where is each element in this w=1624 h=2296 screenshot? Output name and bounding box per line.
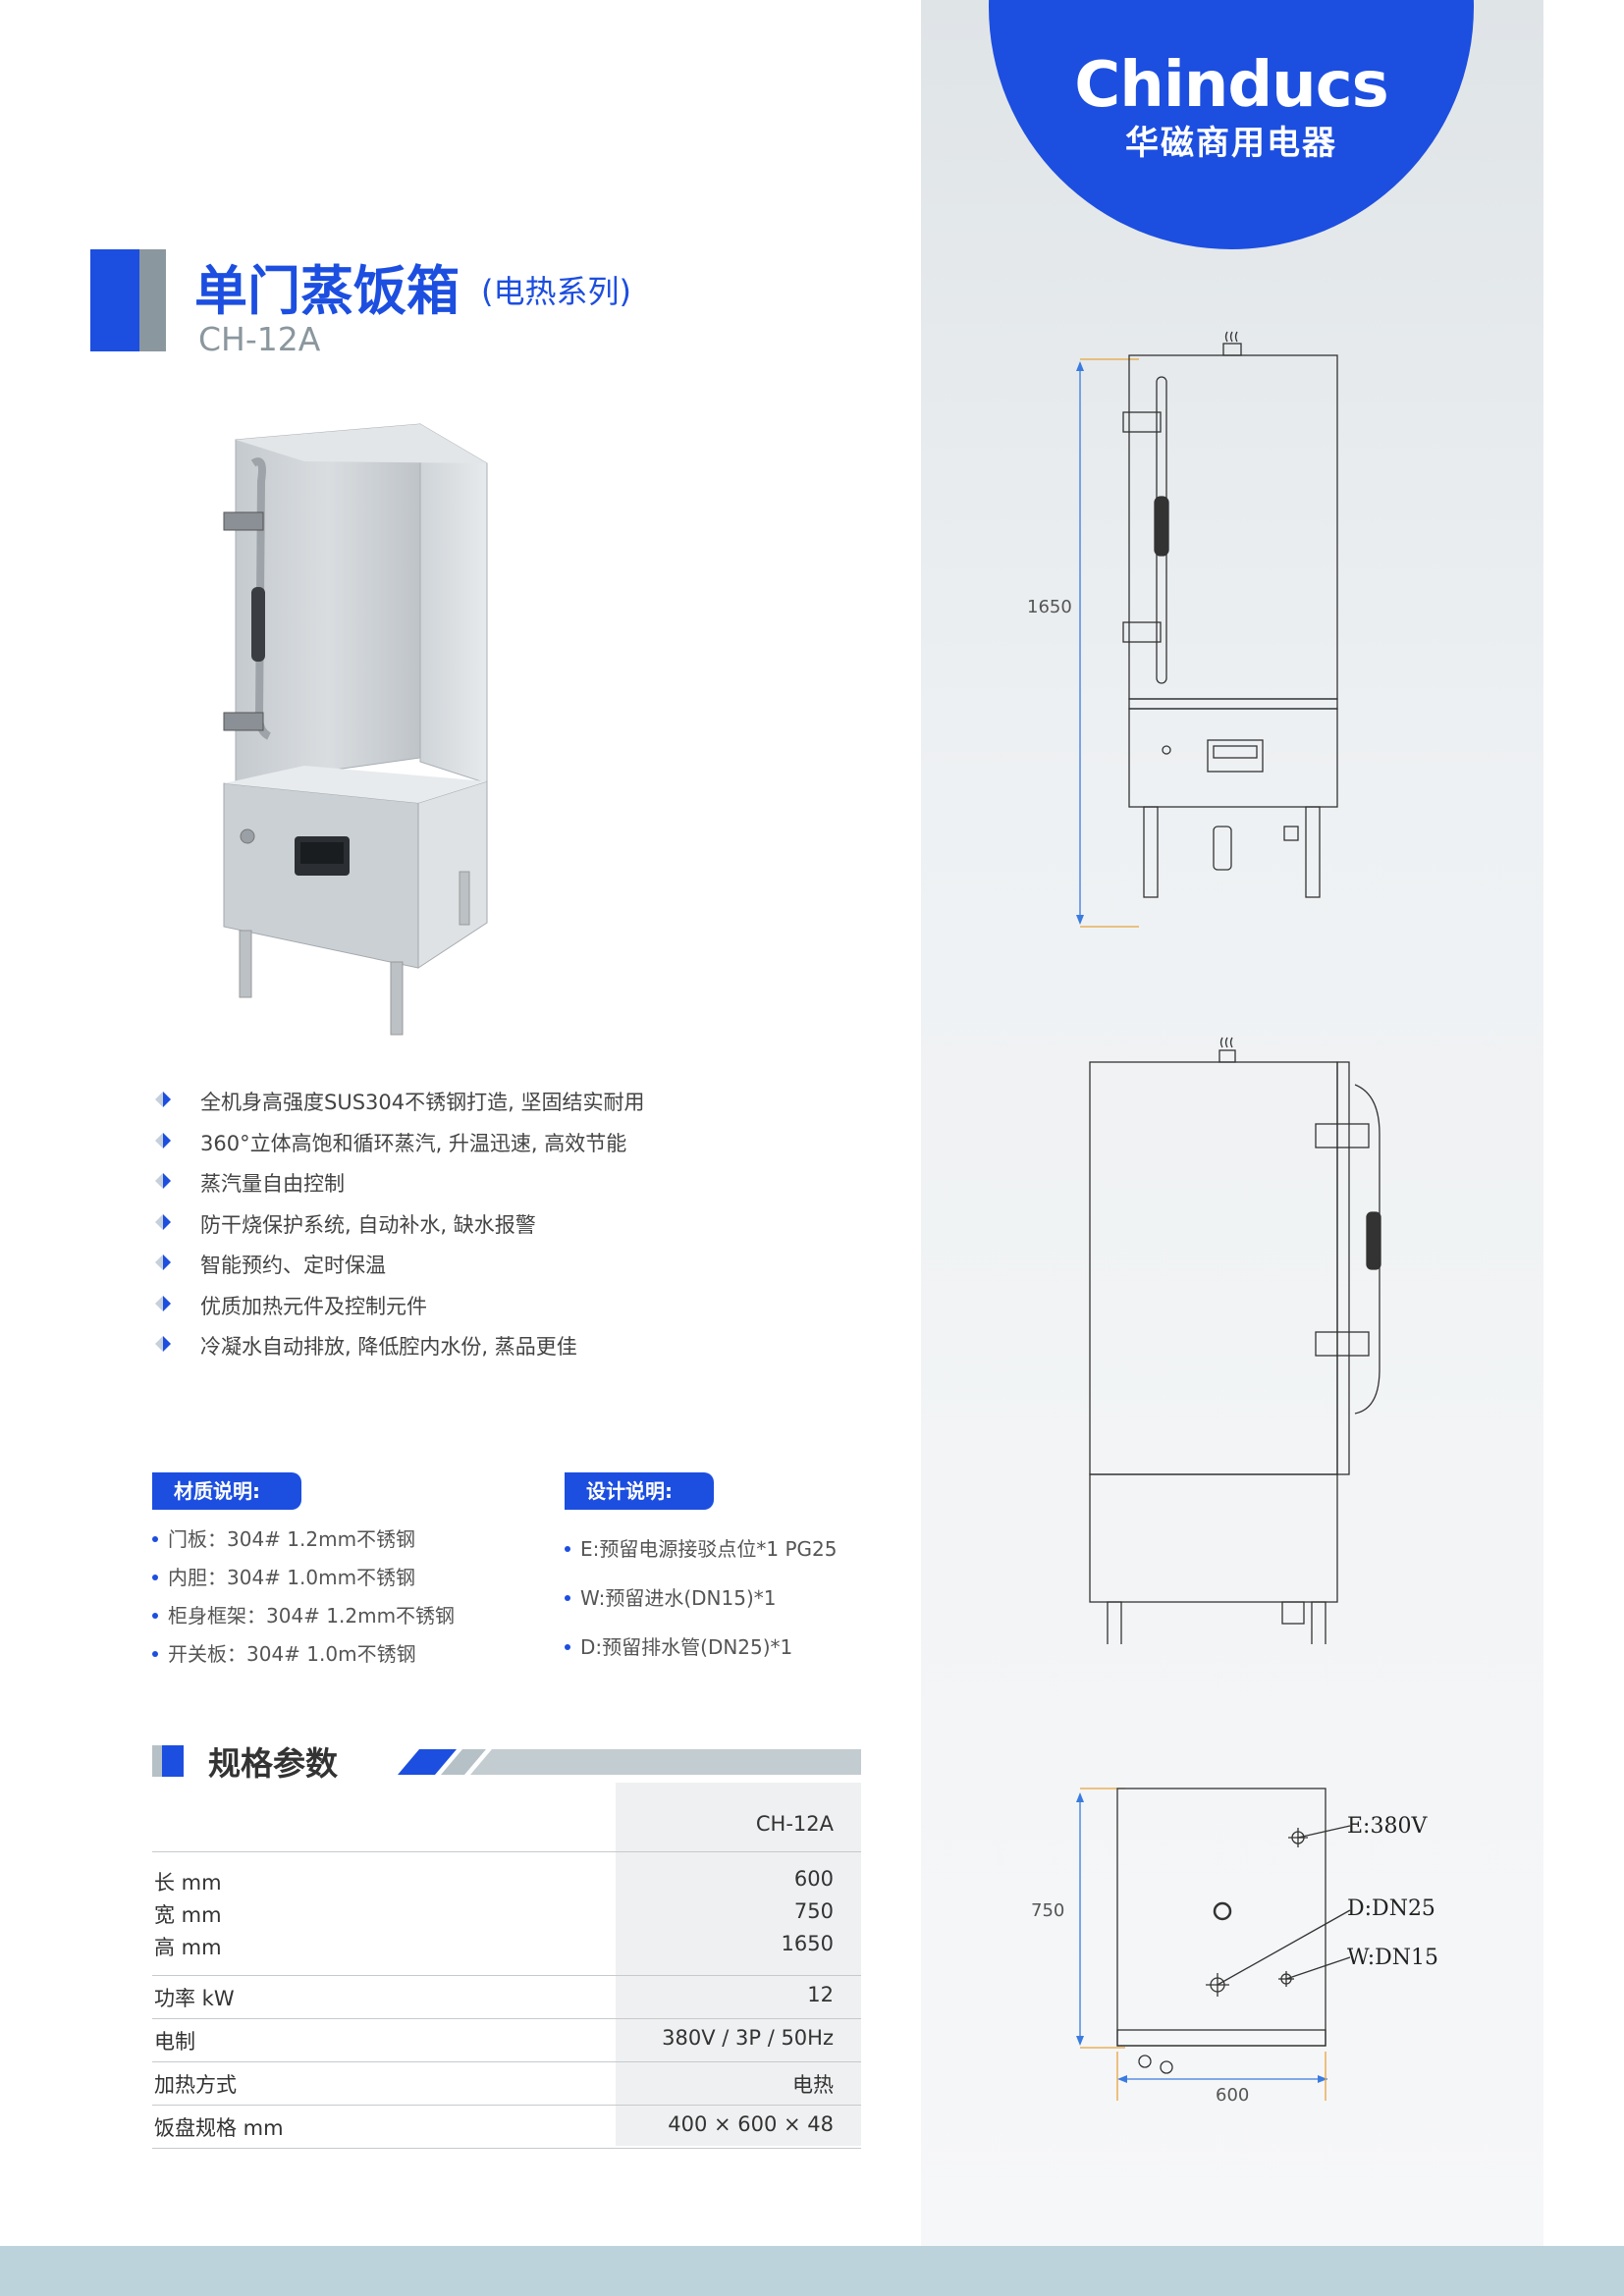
- water-inlet-label: W:DN15: [1347, 1946, 1438, 1970]
- feature-item: 防干烧保护系统, 自动补水, 缺水报警: [153, 1206, 860, 1248]
- title-accent-blue: [90, 249, 139, 351]
- material-item: 开关板：304# 1.0m不锈钢: [152, 1638, 455, 1677]
- diamond-bullet-icon: [155, 1092, 171, 1107]
- feature-item: 优质加热元件及控制元件: [153, 1288, 860, 1329]
- product-title: 单门蒸饭箱: [194, 260, 460, 322]
- material-list: 门板：304# 1.2mm不锈钢 内胆：304# 1.0mm不锈钢 柜身框架：3…: [152, 1523, 455, 1677]
- spec-column-shade: [616, 1783, 861, 2146]
- feature-list: 全机身高强度SUS304不锈钢打造, 坚固结实耐用 360°立体高饱和循环蒸汽,…: [153, 1084, 860, 1369]
- drain-connection-label: D:DN25: [1347, 1896, 1435, 1921]
- diamond-bullet-icon: [155, 1213, 171, 1230]
- dot-bullet-icon: [152, 1612, 158, 1619]
- feature-item: 冷凝水自动排放, 降低腔内水份, 蒸品更佳: [153, 1328, 860, 1369]
- side-view-drawing: [1089, 1037, 1381, 1644]
- title-accent-gray: [139, 249, 166, 351]
- top-depth-dimension: 750: [1031, 1900, 1065, 1921]
- spec-column-header: CH-12A: [755, 1812, 834, 1836]
- material-item: 内胆：304# 1.0mm不锈钢: [152, 1562, 455, 1600]
- divider: [152, 2148, 861, 2149]
- front-view-drawing: [1076, 331, 1338, 928]
- diamond-bullet-icon: [155, 1336, 171, 1352]
- spec-accent-blue: [162, 1745, 184, 1777]
- feature-item: 智能预约、定时保温: [153, 1247, 860, 1288]
- dot-bullet-icon: [152, 1535, 158, 1542]
- design-item: E:预留电源接驳点位*1 PG25: [565, 1533, 837, 1582]
- product-series: (电热系列): [481, 273, 631, 310]
- diamond-bullet-icon: [155, 1295, 171, 1311]
- top-view-drawing: [1076, 1788, 1351, 2101]
- feature-item: 360°立体高饱和循环蒸汽, 升温迅速, 高效节能: [153, 1125, 860, 1166]
- material-tag: 材质说明:: [152, 1472, 301, 1510]
- top-width-dimension: 600: [1216, 2085, 1250, 2106]
- design-item: D:预留排水管(DN25)*1: [565, 1631, 837, 1681]
- feature-item: 蒸汽量自由控制: [153, 1165, 860, 1206]
- feature-item: 全机身高强度SUS304不锈钢打造, 坚固结实耐用: [153, 1084, 860, 1125]
- divider: [152, 1851, 861, 1852]
- dot-bullet-icon: [152, 1650, 158, 1657]
- brand-name: Chinducs: [1074, 49, 1388, 122]
- spec-accent-gray: [152, 1745, 162, 1777]
- dot-bullet-icon: [565, 1643, 570, 1650]
- spec-title: 规格参数: [208, 1744, 338, 1783]
- design-tag: 设计说明:: [565, 1472, 714, 1510]
- divider: [152, 1975, 861, 1976]
- spec-header-stripes: [398, 1749, 861, 1775]
- footer-bar: [0, 2246, 1624, 2296]
- dot-bullet-icon: [565, 1545, 570, 1552]
- divider: [152, 2105, 861, 2106]
- product-photo: [223, 423, 488, 1036]
- material-item: 门板：304# 1.2mm不锈钢: [152, 1523, 455, 1562]
- dot-bullet-icon: [565, 1594, 570, 1601]
- material-item: 柜身框架：304# 1.2mm不锈钢: [152, 1600, 455, 1638]
- front-height-dimension: 1650: [1027, 597, 1072, 617]
- design-list: E:预留电源接驳点位*1 PG25 W:预留进水(DN15)*1 D:预留排水管…: [565, 1533, 837, 1681]
- power-connection-label: E:380V: [1347, 1814, 1428, 1839]
- divider: [152, 2018, 861, 2019]
- dot-bullet-icon: [152, 1574, 158, 1580]
- diamond-bullet-icon: [155, 1173, 171, 1189]
- brand-subtitle: 华磁商用电器: [1125, 124, 1337, 163]
- product-model: CH-12A: [198, 320, 321, 358]
- diamond-bullet-icon: [155, 1255, 171, 1270]
- divider: [152, 2061, 861, 2062]
- diamond-bullet-icon: [155, 1132, 171, 1148]
- design-item: W:预留进水(DN15)*1: [565, 1582, 837, 1631]
- drawing-panel: [921, 0, 1543, 2248]
